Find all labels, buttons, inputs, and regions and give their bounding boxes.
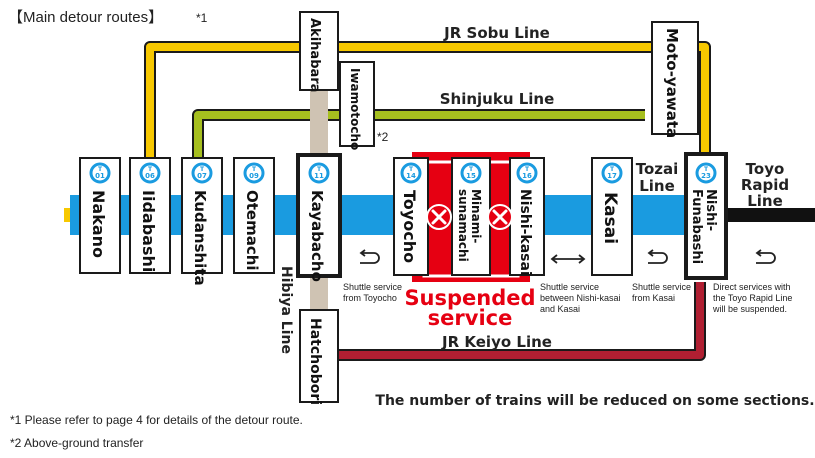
station-otemachi[interactable]: T 09 Otemachi — [233, 157, 275, 274]
station-number: 09 — [249, 172, 259, 180]
svg-text:T: T — [148, 166, 153, 173]
direct-services-line-1: Direct services with — [713, 282, 791, 292]
jr-keiyo-line-label: JR Keiyo Line — [441, 333, 552, 351]
jr-sobu-line-label: JR Sobu Line — [443, 24, 550, 42]
shuttle-between-line-1: Shuttle service — [540, 282, 599, 292]
station-name: Akihabara — [307, 18, 322, 92]
double-arrow-icon — [550, 254, 586, 264]
turnback-arrow-icon — [755, 249, 776, 264]
suspension-x-icon — [487, 204, 513, 230]
tozai-line-west-stub — [64, 208, 70, 222]
station-name: Iwamotocho — [348, 68, 362, 150]
svg-text:T: T — [409, 166, 414, 173]
footnote-1: *1 Please refer to page 4 for details of… — [10, 413, 303, 427]
station-name: Moto-yawata — [663, 28, 681, 138]
station-hatchobori[interactable]: Hatchobori — [299, 309, 339, 405]
header-title: 【Main detour routes】 — [8, 9, 163, 26]
station-name-line-1: Nishi- — [703, 189, 718, 231]
direct-services-line-3: will be suspended. — [712, 304, 787, 314]
station-number: 15 — [466, 172, 476, 180]
station-name: Nakano — [89, 190, 108, 258]
suspended-label-1: Suspended — [404, 286, 535, 310]
toyo-rapid-label-3: Line — [747, 192, 783, 210]
toyo-rapid-label-2: Rapid — [741, 176, 789, 194]
station-minami-sunamachi[interactable]: T 15 Minami- sunamachi — [451, 157, 491, 276]
station-number: 06 — [145, 172, 155, 180]
station-number: 14 — [406, 172, 416, 180]
shuttle-between-line-2: between Nishi-kasai — [540, 293, 621, 303]
station-name: Kudanshita — [191, 190, 209, 286]
svg-text:T: T — [610, 166, 615, 173]
station-akihabara[interactable]: Akihabara — [299, 11, 339, 92]
reduced-service-notice: The number of trains will be reduced on … — [375, 393, 814, 409]
shuttle-kasai-line-2: from Kasai — [632, 293, 675, 303]
station-nishi-kasai[interactable]: T 16 Nishi-kasai — [509, 157, 545, 276]
station-name: Otemachi — [243, 190, 261, 271]
station-name-line-2: sunamachi — [456, 189, 470, 262]
iwamotocho-note-ref: *2 — [377, 130, 389, 144]
station-name-line-2: Funabashi — [689, 189, 704, 264]
station-number: 23 — [701, 172, 711, 180]
toyo-rapid-line-track — [710, 208, 815, 222]
footnote-2: *2 Above-ground transfer — [10, 436, 144, 450]
station-name-line-1: Minami- — [469, 189, 483, 243]
station-number: 01 — [95, 172, 105, 180]
station-number: 11 — [314, 172, 324, 180]
station-name: Hatchobori — [307, 318, 323, 405]
suspended-label-2: service — [428, 306, 513, 330]
shuttle-toyocho-line-1: Shuttle service — [343, 282, 402, 292]
station-number: 17 — [607, 172, 617, 180]
svg-text:T: T — [525, 166, 530, 173]
turnback-arrow-icon — [359, 249, 380, 264]
suspension-x-icon — [426, 204, 452, 230]
station-iwamotocho[interactable]: Iwamotocho — [339, 61, 375, 150]
svg-text:T: T — [200, 166, 205, 173]
jr-sobu-line — [146, 43, 709, 180]
station-nishi-funabashi[interactable]: T 23 Nishi- Funabashi — [684, 152, 728, 280]
station-name: Iidabashi — [139, 190, 158, 272]
station-toyocho[interactable]: T 14 Toyocho — [393, 157, 429, 276]
station-number: 16 — [522, 172, 532, 180]
header-note-ref: *1 — [196, 11, 208, 25]
svg-text:T: T — [704, 166, 709, 173]
svg-text:T: T — [98, 166, 103, 173]
shuttle-kasai-line-1: Shuttle service — [632, 282, 691, 292]
station-name: Nishi-kasai — [517, 189, 533, 276]
svg-text:T: T — [252, 166, 257, 173]
station-name: Toyocho — [400, 190, 419, 263]
svg-text:T: T — [469, 166, 474, 173]
station-kayabacho[interactable]: T 11 Kayabacho — [296, 153, 342, 282]
toyo-rapid-label-1: Toyo — [746, 160, 785, 178]
turnback-arrow-icon — [647, 249, 668, 264]
tozai-line-label-2: Line — [639, 177, 675, 195]
station-name: Kasai — [600, 192, 620, 244]
station-kasai[interactable]: T 17 Kasai — [591, 157, 633, 276]
hibiya-line-label: Hibiya Line — [278, 266, 294, 354]
station-number: 07 — [197, 172, 207, 180]
station-kudanshita[interactable]: T 07 Kudanshita — [181, 157, 223, 286]
station-nakano[interactable]: T 01 Nakano — [79, 157, 121, 274]
station-name: Kayabacho — [308, 190, 326, 282]
shinjuku-line-label: Shinjuku Line — [440, 90, 555, 108]
tozai-line-label-1: Tozai — [636, 160, 679, 178]
station-iidabashi[interactable]: T 06 Iidabashi — [129, 157, 171, 274]
svg-text:T: T — [317, 166, 322, 173]
shuttle-between-line-3: and Kasai — [540, 304, 580, 314]
station-moto-yawata[interactable]: Moto-yawata — [651, 21, 699, 138]
direct-services-line-2: the Toyo Rapid Line — [713, 293, 792, 303]
shuttle-toyocho-line-2: from Toyocho — [343, 293, 397, 303]
